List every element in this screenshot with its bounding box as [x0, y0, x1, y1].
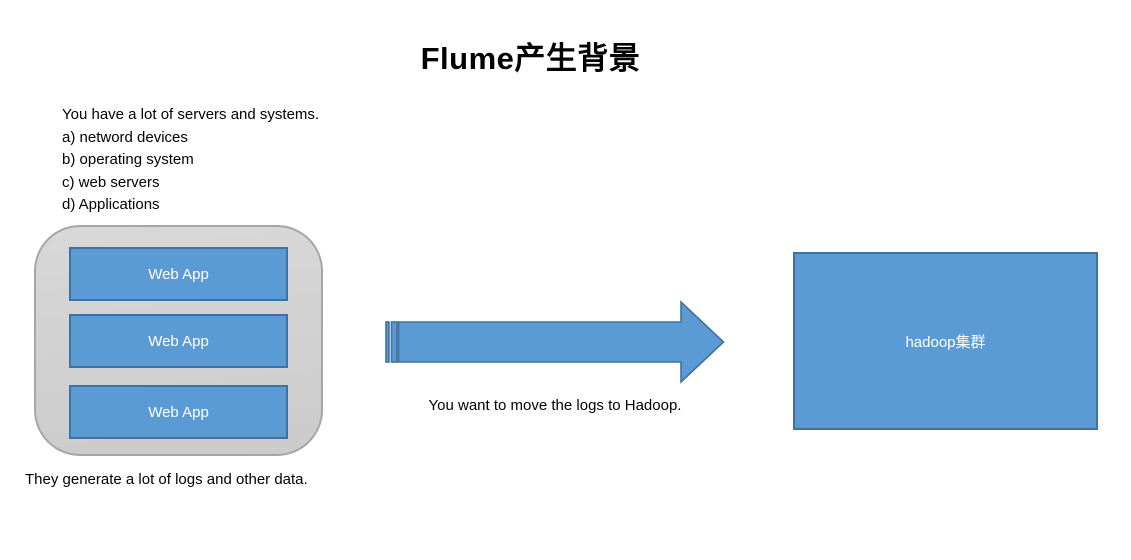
- arrow-body: [397, 300, 725, 384]
- footer-text: They generate a lot of logs and other da…: [25, 471, 308, 488]
- intro-item-d: d) Applications: [62, 196, 160, 214]
- intro-item-b: b) operating system: [62, 151, 194, 169]
- intro-item-c: c) web servers: [62, 173, 160, 191]
- page-title: Flume产生背景: [420, 41, 641, 76]
- striped-right-arrow-icon: [385, 300, 725, 384]
- servers-group-shape: Web App Web App Web App: [34, 225, 323, 456]
- web-app-box-2: Web App: [69, 314, 288, 368]
- hadoop-cluster-box: hadoop集群: [793, 252, 1098, 430]
- web-app-box-1: Web App: [69, 247, 288, 301]
- hadoop-cluster-label: hadoop集群: [905, 333, 986, 351]
- arrow-stripe-thick: [390, 321, 398, 363]
- arrow-stripe-thin: [385, 321, 390, 363]
- intro-item-a: a) netword devices: [62, 128, 188, 146]
- intro-text-block: You have a lot of servers and systems. a…: [62, 104, 319, 217]
- intro-heading: You have a lot of servers and systems.: [62, 106, 320, 123]
- arrow-caption: You want to move the logs to Hadoop.: [428, 397, 682, 414]
- web-app-box-3: Web App: [69, 385, 288, 439]
